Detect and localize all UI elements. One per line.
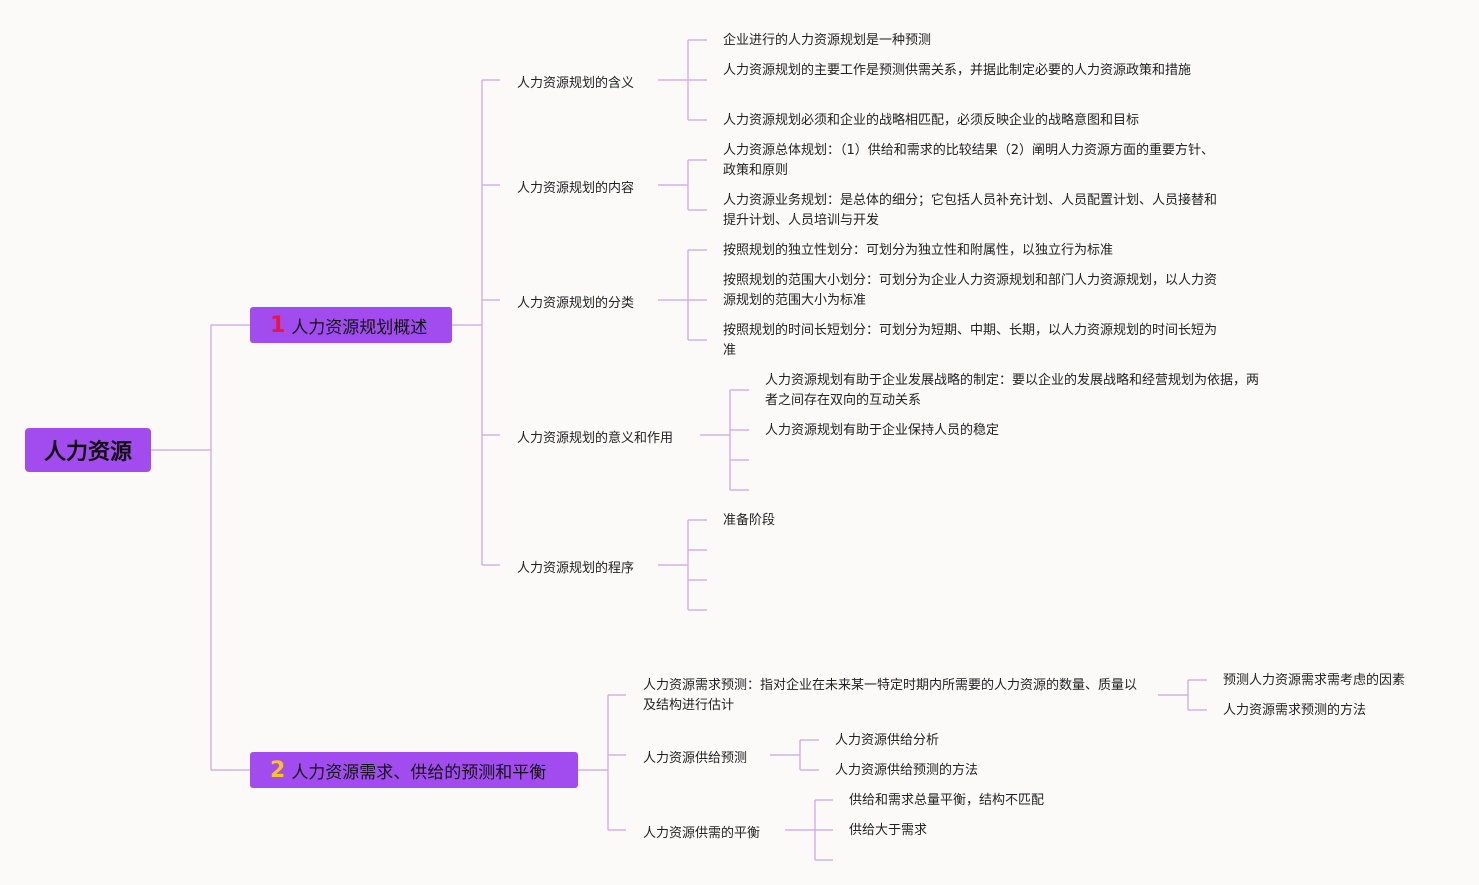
leaf-node[interactable]: 企业进行的人力资源规划是一种预测 (723, 33, 932, 48)
branch-1-node[interactable]: 1 人力资源规划概述 (250, 307, 452, 343)
subtopic-node[interactable]: 人力资源规划的分类 (517, 296, 635, 311)
leaf-node[interactable]: 预测人力资源需求需考虑的因素 (1223, 673, 1406, 688)
root-node[interactable]: 人力资源 (25, 428, 151, 472)
branch-label: 人力资源规划概述 (291, 317, 428, 338)
leaf-node[interactable]: 人力资源供给预测的方法 (835, 763, 979, 778)
leaf-node[interactable]: 人力资源规划的主要工作是预测供需关系，并据此制定必要的人力资源政策和措施 (723, 63, 1192, 78)
branch-2-node[interactable]: 2 人力资源需求、供给的预测和平衡 (250, 752, 578, 788)
subtopic-node[interactable]: 人力资源规划的内容 (517, 181, 635, 196)
branch-label: 人力资源需求、供给的预测和平衡 (291, 762, 547, 783)
subtopic-node[interactable]: 人力资源规划的含义 (517, 76, 635, 91)
subtopic-node[interactable]: 人力资源供需的平衡 (643, 826, 761, 841)
leaf-node[interactable]: 供给和需求总量平衡，结构不匹配 (849, 793, 1045, 808)
leaf-node[interactable]: 人力资源规划有助于企业发展战略的制定：要以企业的发展战略和经营规划为依据，两者之… (765, 373, 1260, 408)
subtopic-node[interactable]: 人力资源需求预测：指对企业在未来某一特定时期内所需要的人力资源的数量、质量以及结… (643, 678, 1138, 713)
leaf-node[interactable]: 人力资源供给分析 (835, 733, 940, 748)
subtopic-node[interactable]: 人力资源规划的意义和作用 (517, 431, 674, 446)
leaf-node[interactable]: 人力资源规划有助于企业保持人员的稳定 (765, 423, 1000, 438)
leaf-node[interactable]: 准备阶段 (723, 513, 776, 528)
subtopic-node[interactable]: 人力资源供给预测 (643, 751, 748, 766)
leaf-node[interactable]: 按照规划的独立性划分：可划分为独立性和附属性，以独立行为标准 (723, 243, 1114, 258)
leaf-node[interactable]: 人力资源需求预测的方法 (1223, 703, 1367, 718)
leaf-node[interactable]: 人力资源总体规划：（1）供给和需求的比较结果（2）阐明人力资源方面的重要方针、政… (723, 143, 1215, 178)
subtopic-node[interactable]: 人力资源规划的程序 (517, 561, 635, 576)
leaf-node[interactable]: 按照规划的范围大小划分：可划分为企业人力资源规划和部门人力资源规划，以人力资源规… (723, 273, 1218, 308)
branch-number: 2 (270, 757, 286, 783)
branch-number: 1 (270, 312, 286, 338)
leaf-node[interactable]: 人力资源规划必须和企业的战略相匹配，必须反映企业的战略意图和目标 (723, 113, 1140, 128)
leaf-node[interactable]: 供给大于需求 (849, 823, 928, 838)
leaf-node[interactable]: 按照规划的时间长短划分：可划分为短期、中期、长期，以人力资源规划的时间长短为准 (723, 323, 1218, 358)
leaf-node[interactable]: 人力资源业务规划：是总体的细分；它包括人员补充计划、人员配置计划、人员接替和提升… (723, 193, 1218, 228)
